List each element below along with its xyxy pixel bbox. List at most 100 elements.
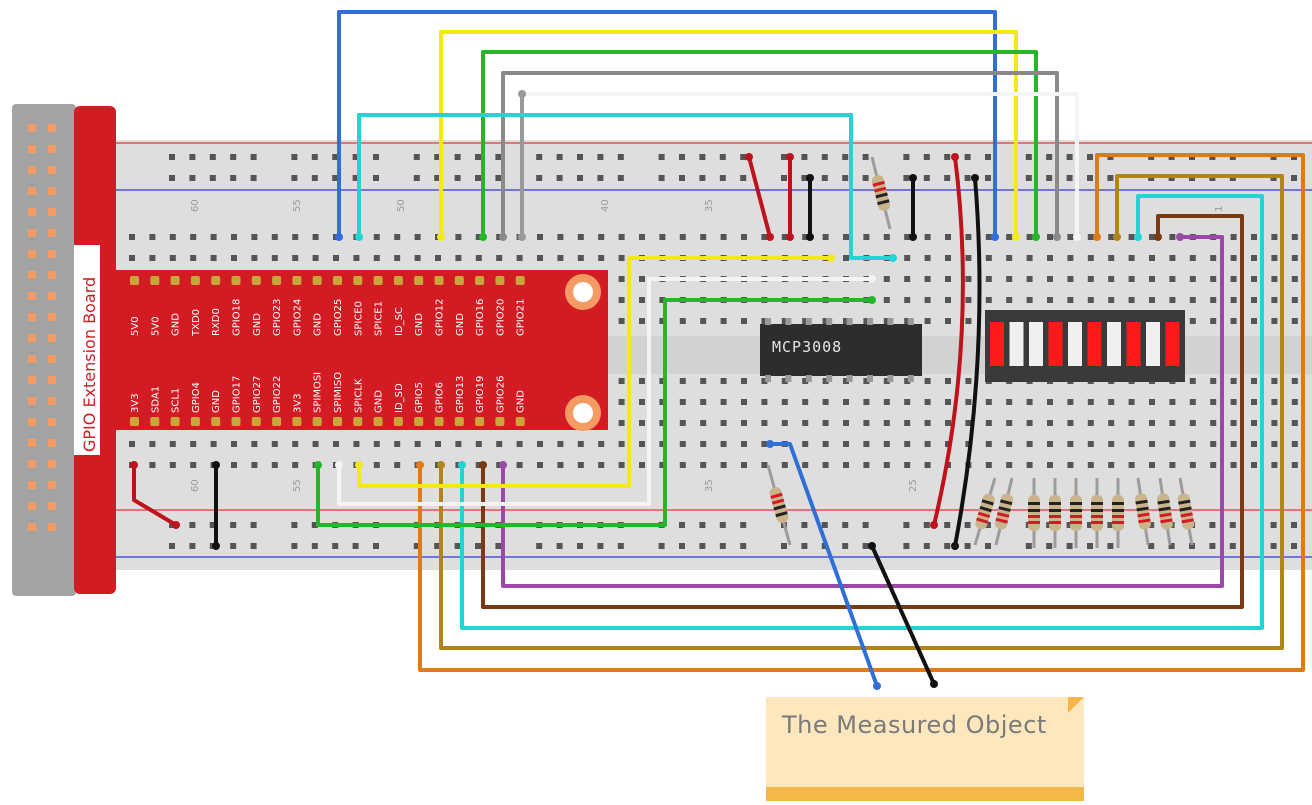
gpio-pin-top: [170, 276, 180, 285]
breadboard-hole: [863, 399, 870, 405]
led-segment: [1009, 322, 1024, 366]
rail-hole: [1209, 522, 1216, 528]
chip-pin: [805, 375, 812, 382]
breadboard-hole: [1128, 420, 1135, 426]
rail-hole: [740, 154, 747, 160]
pin-label-bottom: 3V3: [292, 393, 303, 413]
breadboard-hole: [475, 234, 482, 240]
pin-label-top: GND: [455, 313, 466, 336]
breadboard-hole: [883, 420, 890, 426]
breadboard-hole: [1026, 462, 1033, 468]
breadboard-hole: [557, 255, 564, 261]
breadboard-hole: [169, 255, 176, 261]
rail-hole: [923, 522, 930, 528]
breadboard-hole: [577, 462, 584, 468]
wire-end: [479, 461, 487, 469]
rail-hole: [495, 543, 502, 549]
rail-hole: [597, 154, 604, 160]
rail-hole: [1291, 522, 1297, 528]
header-pin: [28, 355, 36, 363]
breadboard-hole: [700, 441, 707, 447]
breadboard-hole: [1291, 420, 1298, 426]
breadboard-hole: [843, 399, 849, 405]
chip-pin: [887, 318, 894, 325]
rail-hole: [821, 522, 828, 528]
breadboard-hole: [741, 420, 747, 426]
rail-hole: [617, 175, 624, 181]
resistor: [1028, 478, 1040, 548]
pin-label-bottom: SDA1: [150, 386, 161, 413]
rail-hole: [679, 543, 685, 549]
breadboard-hole: [761, 318, 768, 324]
wire-end: [806, 233, 814, 241]
wire: [132, 463, 178, 527]
breadboard-hole: [945, 420, 951, 426]
breadboard-hole: [1087, 255, 1094, 261]
breadboard-hole: [1210, 276, 1217, 282]
rail-hole: [801, 522, 808, 528]
pin-label-bottom: GPIO5: [414, 382, 425, 413]
rail-hole: [801, 175, 808, 181]
rail-hole: [1107, 175, 1114, 181]
breadboard-hole: [985, 399, 992, 405]
rail-hole: [719, 175, 726, 181]
led-segment: [1146, 322, 1160, 366]
breadboard-hole: [659, 420, 666, 426]
header-pin: [48, 208, 56, 216]
breadboard-hole: [1189, 420, 1196, 426]
breadboard-hole: [577, 255, 584, 261]
resistor: [766, 464, 792, 546]
pin-label-bottom: GPIO17: [232, 376, 243, 413]
breadboard-hole: [1108, 255, 1115, 261]
wire-end: [868, 542, 876, 550]
pin-label-bottom: SCL1: [171, 388, 182, 413]
mcp3008-chip: MCP3008: [760, 318, 922, 382]
breadboard-hole: [1067, 234, 1074, 240]
pin-label-bottom: SPIMISO: [333, 372, 344, 413]
breadboard-hole: [761, 420, 768, 426]
breadboard-hole: [945, 276, 951, 282]
breadboard-hole: [965, 234, 972, 240]
breadboard-hole: [618, 399, 625, 405]
breadboard-hole: [1251, 234, 1257, 240]
breadboard-hole: [843, 234, 849, 240]
rail-hole: [250, 543, 257, 549]
breadboard-hole: [1128, 441, 1135, 447]
breadboard-hole: [904, 255, 911, 261]
breadboard-hole: [741, 318, 747, 324]
wire-end: [355, 461, 363, 469]
rail-hole: [332, 154, 339, 160]
breadboard-hole: [1230, 399, 1237, 405]
pin-label-top: TXD0: [191, 309, 202, 337]
rail-hole: [434, 543, 441, 549]
breadboard-hole: [965, 441, 972, 447]
breadboard-hole: [1271, 441, 1278, 447]
pin-label-bottom: 3V3: [130, 393, 141, 413]
header-pin: [48, 439, 56, 447]
breadboard-hole: [679, 462, 686, 468]
breadboard-hole: [251, 441, 258, 447]
wire: [316, 298, 874, 527]
breadboard-hole: [394, 462, 401, 468]
breadboard-hole: [1047, 234, 1053, 240]
breadboard-hole: [1026, 255, 1033, 261]
breadboard-hole: [863, 234, 870, 240]
breadboard-hole: [598, 441, 605, 447]
breadboard-hole: [1291, 276, 1298, 282]
breadboard-hole: [1087, 297, 1094, 303]
wire-end: [786, 153, 794, 161]
breadboard-hole: [985, 255, 992, 261]
gpio-pin-top: [211, 276, 221, 285]
header-pin: [28, 313, 36, 321]
header-pin: [48, 460, 56, 468]
rail-hole: [1148, 522, 1155, 528]
breadboard-hole: [945, 378, 951, 384]
breadboard-hole: [190, 441, 197, 447]
breadboard-hole: [822, 399, 829, 405]
wire-end: [766, 233, 774, 241]
breadboard-hole: [292, 234, 299, 240]
breadboard-hole: [231, 462, 237, 468]
breadboard-hole: [761, 399, 768, 405]
gpio-pin-top: [292, 276, 302, 285]
